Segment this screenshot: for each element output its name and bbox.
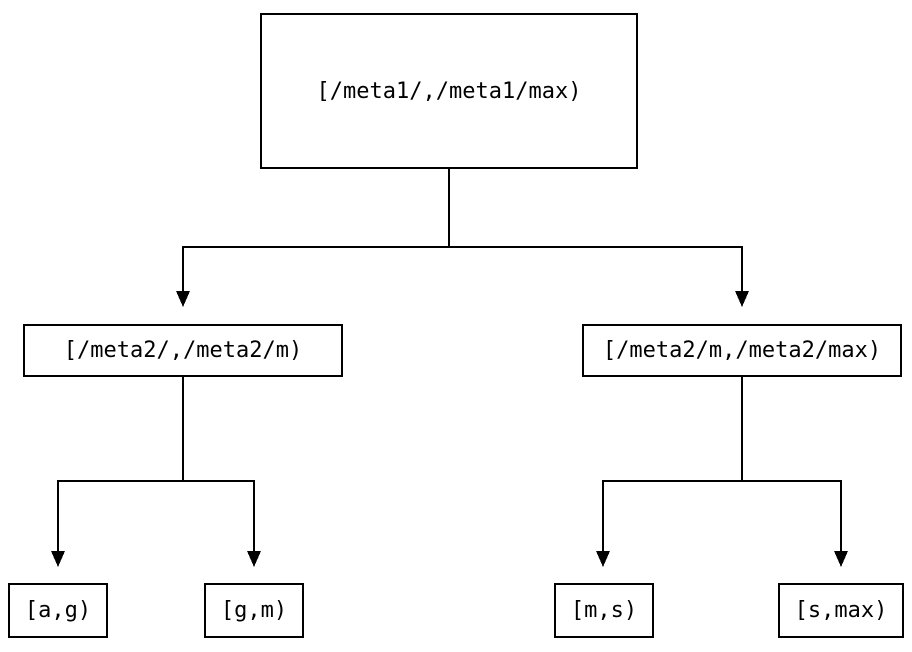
edge-right-node-to-leaves [596,377,848,567]
arrowhead-down-icon [834,551,848,567]
edge-root-to-children [176,169,749,307]
node-leaf-a-g: [a,g) [8,583,108,638]
node-leaf-m-s: [m,s) [554,583,654,638]
arrowhead-down-icon [247,551,261,567]
edge-left-node-to-leaves [51,377,261,567]
arrowhead-down-icon [176,291,190,307]
node-root-meta1-range: [/meta1/,/meta1/max) [260,13,638,169]
arrowhead-down-icon [735,291,749,307]
arrowhead-down-icon [596,551,610,567]
node-meta2-left-range: [/meta2/,/meta2/m) [23,324,343,377]
node-leaf-g-m: [g,m) [204,583,304,638]
node-meta2-right-range: [/meta2/m,/meta2/max) [582,324,902,377]
arrowhead-down-icon [51,551,65,567]
node-leaf-s-max: [s,max) [778,583,904,638]
